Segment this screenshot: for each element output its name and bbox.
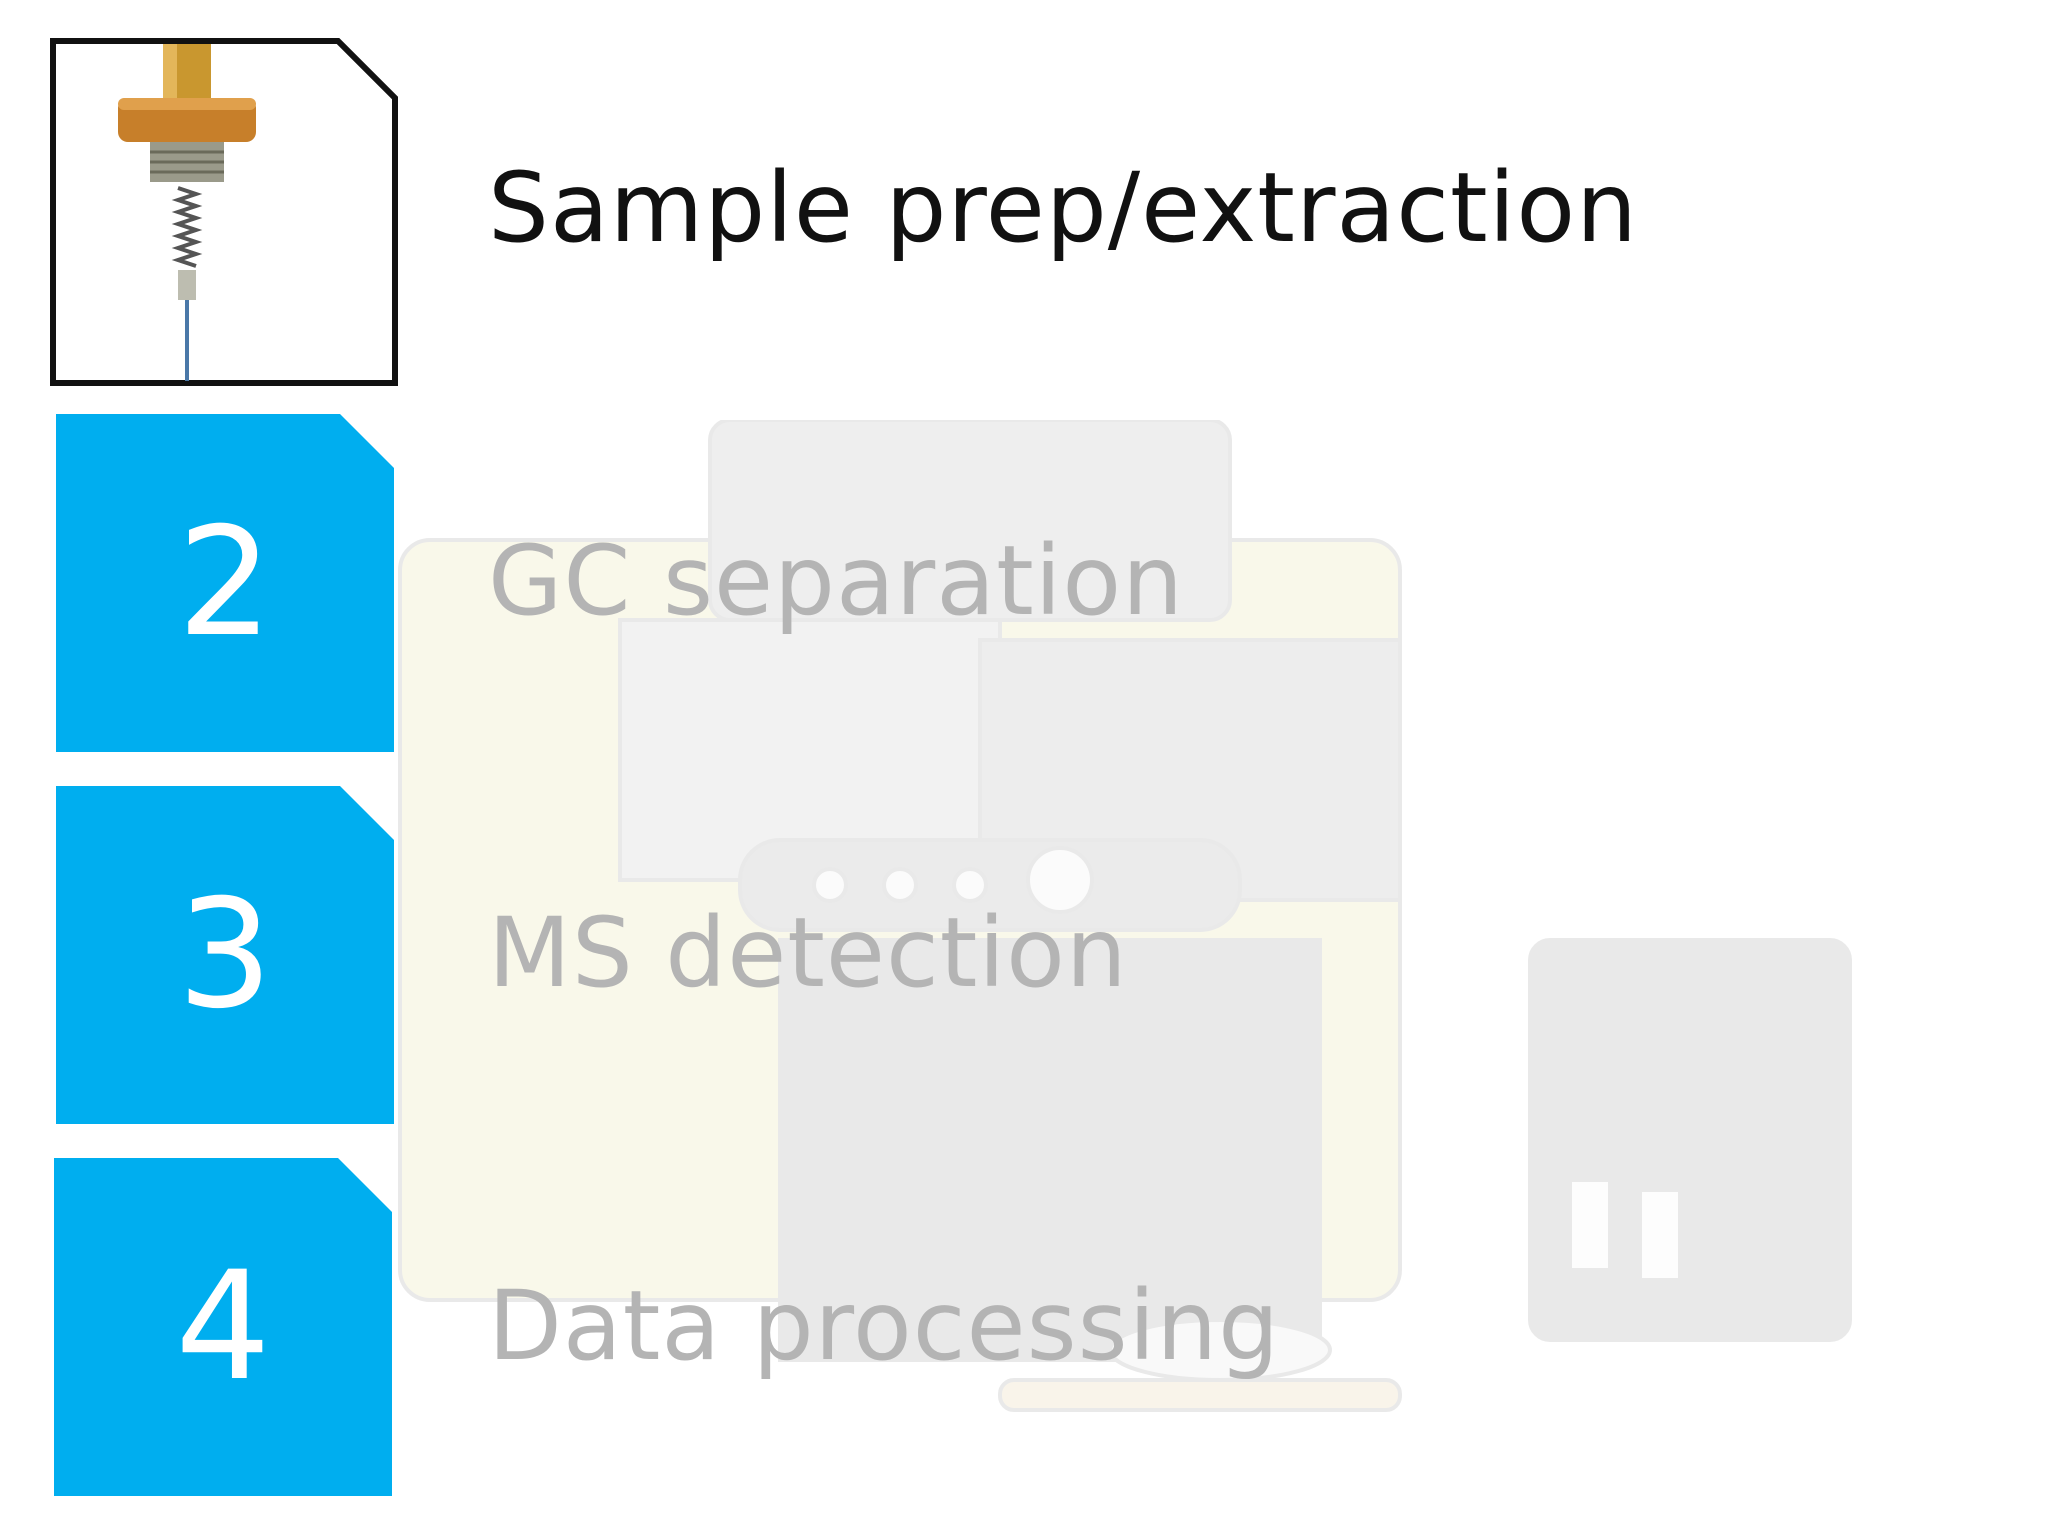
step-3-tile-shape <box>56 786 394 1124</box>
step-4-number: 4 <box>175 1240 271 1414</box>
step-1-label: Sample prep/extraction <box>488 152 1638 264</box>
step-2-tile[interactable]: 2 <box>56 414 394 752</box>
step-3-number: 3 <box>177 868 273 1042</box>
step-2-number: 2 <box>177 496 273 670</box>
step-4-label: Data processing <box>488 1270 1281 1382</box>
step-1-tile[interactable] <box>50 38 398 386</box>
step-2-label: GC separation <box>488 525 1184 637</box>
step-2-tile-shape <box>56 414 394 752</box>
instrument-background-image <box>398 420 1852 1412</box>
step-3-label: MS detection <box>488 897 1128 1009</box>
step-3-tile[interactable]: 3 <box>56 786 394 1124</box>
spme-fiber-holder-icon <box>118 44 256 381</box>
step-4-tile[interactable]: 4 <box>54 1158 392 1496</box>
step-4-tile-shape <box>54 1158 392 1496</box>
